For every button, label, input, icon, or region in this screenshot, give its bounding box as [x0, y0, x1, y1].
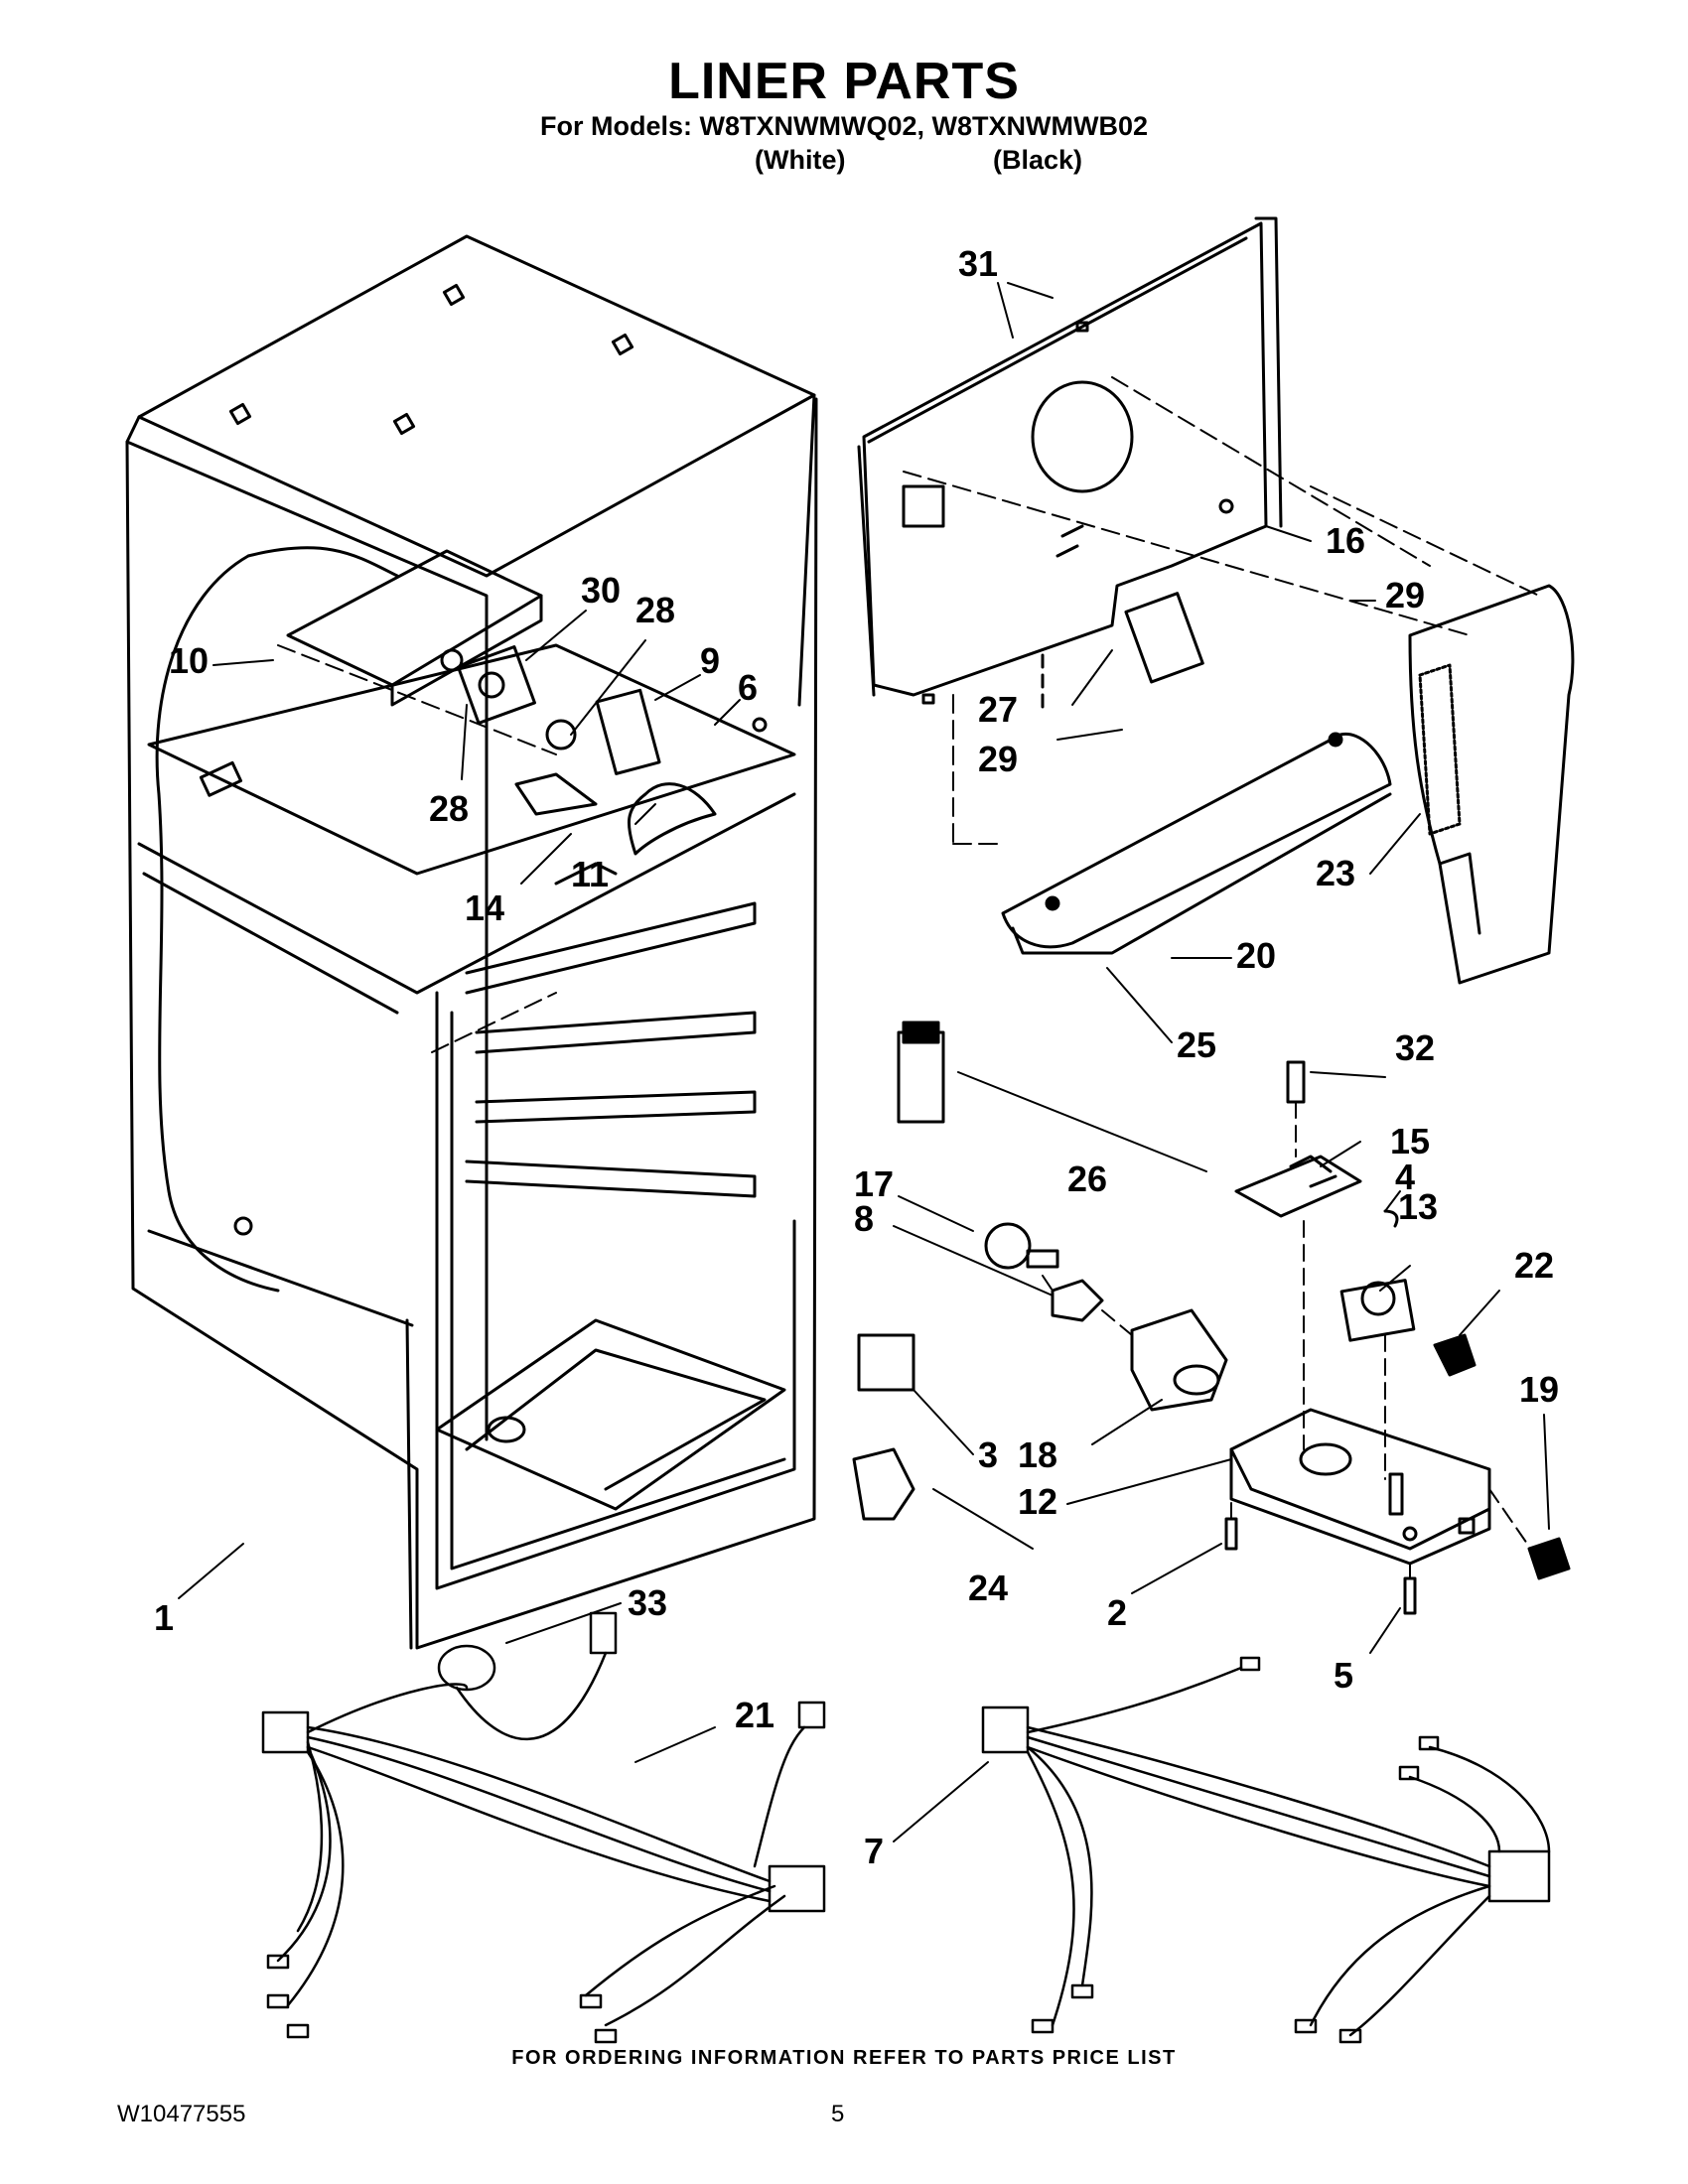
wire-harness-left	[261, 1611, 826, 2044]
document-number: W10477555	[117, 2101, 246, 2127]
callout-29-lower: 29	[978, 739, 1018, 779]
callout-23: 23	[1316, 853, 1355, 893]
air-deflector	[1001, 732, 1392, 955]
callout-31: 31	[958, 243, 998, 284]
callout-2: 2	[1107, 1592, 1127, 1633]
models-subtitle: For Models: W8TXNWMWQ02, W8TXNWMWB02	[540, 111, 1148, 141]
callout-15: 15	[1390, 1121, 1430, 1161]
leader-lines	[178, 282, 1550, 1843]
callout-27: 27	[978, 689, 1018, 730]
variant-white: (White)	[755, 145, 846, 175]
callout-3: 3	[978, 1434, 998, 1475]
callout-24: 24	[968, 1568, 1008, 1608]
callout-9: 9	[700, 640, 720, 681]
callout-10: 10	[169, 640, 209, 681]
light-and-control-parts	[852, 1021, 1571, 1615]
callout-1: 1	[154, 1597, 174, 1638]
fan-bracket-assembly	[286, 549, 768, 886]
evaporator-cover-panel	[857, 216, 1283, 717]
callout-4: 4	[1395, 1157, 1415, 1197]
callout-19: 19	[1519, 1369, 1559, 1410]
callout-11: 11	[571, 854, 609, 894]
control-housing	[1408, 584, 1575, 985]
callout-labels: 1 2 3 4 5 6 7 8 9 10 11 12 13 14 15 16 1…	[154, 243, 1559, 1871]
variant-black: (Black)	[993, 145, 1083, 175]
callout-26: 26	[1067, 1159, 1107, 1199]
callout-21: 21	[735, 1695, 774, 1735]
callout-14: 14	[465, 887, 504, 928]
callout-33: 33	[628, 1582, 667, 1623]
callout-28-lower: 28	[429, 788, 469, 829]
callout-18: 18	[1018, 1434, 1057, 1475]
callout-22: 22	[1514, 1245, 1554, 1286]
callout-5: 5	[1334, 1655, 1353, 1696]
page-title: LINER PARTS	[668, 53, 1020, 110]
callout-13: 13	[1398, 1186, 1438, 1227]
callout-6: 6	[738, 667, 758, 708]
liner-cabinet	[125, 234, 818, 1650]
page-number: 5	[831, 2101, 845, 2127]
callout-32: 32	[1395, 1027, 1435, 1068]
callout-30: 30	[581, 570, 621, 611]
callout-25: 25	[1177, 1024, 1216, 1065]
alignment-lines-upper	[277, 376, 1540, 1053]
callout-7: 7	[864, 1831, 884, 1871]
callout-12: 12	[1018, 1481, 1057, 1522]
callout-29-upper: 29	[1385, 575, 1425, 615]
callout-28-upper: 28	[635, 590, 675, 630]
callout-20: 20	[1236, 935, 1276, 976]
callout-16: 16	[1326, 520, 1365, 561]
callout-17: 17	[854, 1163, 894, 1204]
ordering-info-note: FOR ORDERING INFORMATION REFER TO PARTS …	[511, 2047, 1177, 2069]
wire-harness-right	[981, 1656, 1551, 2044]
callout-8: 8	[854, 1198, 874, 1239]
